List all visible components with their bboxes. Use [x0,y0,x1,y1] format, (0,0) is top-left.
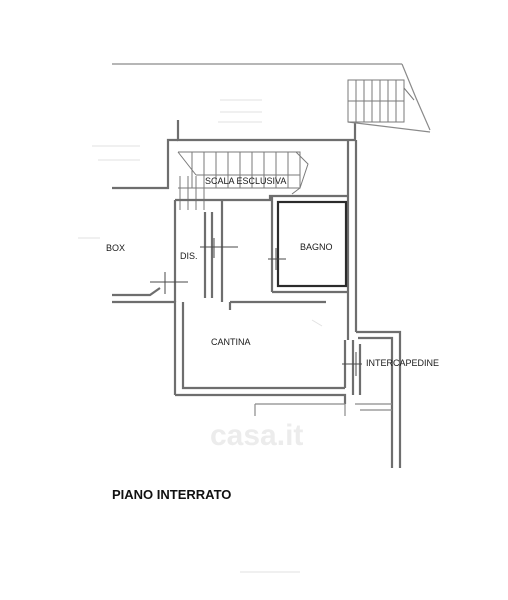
watermark: casa.it [210,419,303,452]
stair-scala-esclusiva [177,151,309,210]
bagno-walls [270,196,348,294]
door-marks [150,238,362,376]
plan-title: PIANO INTERRATO [112,487,231,502]
room-label-intercapedine: INTERCAPEDINE [366,358,439,368]
room-label-cantina: CANTINA [211,337,251,347]
box-walls [112,138,178,395]
intercapedine-walls [351,330,402,468]
stair-top-right [347,79,415,123]
room-label-box: BOX [106,243,125,253]
room-label-dis: DIS. [180,251,198,261]
room-label-scala-esclusiva: SCALA ESCLUSIVA [205,176,286,186]
dis-walls [173,198,224,302]
ghost-lines [78,99,323,573]
bottom-walls [254,403,346,416]
room-label-bagno: BAGNO [300,242,333,252]
top-walls [112,63,431,142]
